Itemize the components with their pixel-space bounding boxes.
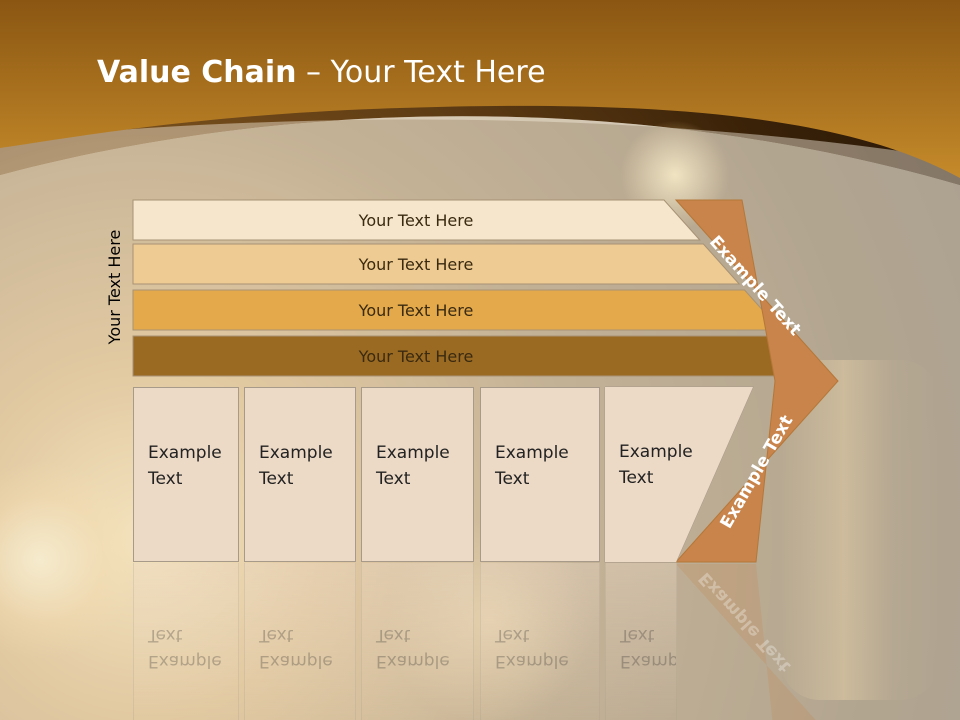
column-reflection-text: Example Text — [148, 625, 222, 671]
value-bar: Your Text Here — [132, 243, 741, 285]
value-bar-label: Your Text Here — [358, 255, 474, 274]
chevron-arrow — [674, 199, 839, 563]
panel-arc-highlight — [0, 116, 960, 185]
column-reflection: Example Text — [244, 563, 356, 720]
value-bar: Your Text Here — [132, 289, 782, 331]
activity-column-text: Example Text — [259, 443, 333, 489]
activity-column: Example Text — [133, 387, 239, 562]
title-rest: – Your Text Here — [296, 55, 546, 90]
column-reflection: Example Text — [480, 563, 600, 720]
activity-column-text: Example Text — [619, 442, 693, 488]
chevron-reflection — [676, 564, 816, 720]
value-bar-label: Your Text Here — [358, 301, 474, 320]
column-reflection-text: Example Text — [259, 625, 333, 671]
activity-column: Example Text — [361, 387, 474, 562]
column-reflection-text: Example Text — [376, 625, 450, 671]
column-reflection: Example Text — [361, 563, 474, 720]
activity-column: Example Text — [480, 387, 600, 562]
value-bar-shape — [132, 243, 741, 285]
activity-column-text: Example Text — [376, 443, 450, 489]
value-bar-shape — [132, 199, 701, 241]
title-bold: Value Chain — [97, 55, 297, 90]
value-bar-shape — [132, 335, 823, 377]
column-reflection-text: Example Text — [495, 625, 569, 671]
value-bar-label: Your Text Here — [358, 347, 474, 366]
slide-title: Value Chain – Your Text Here — [97, 53, 546, 93]
header-band — [0, 0, 960, 178]
column-reflection: Example Text — [605, 563, 677, 720]
column-reflection-text: Example Text — [620, 625, 677, 671]
value-bar-label: Your Text Here — [358, 211, 474, 230]
activity-column: Example Text — [244, 387, 356, 562]
column-reflection: Example Text — [133, 563, 239, 720]
activity-column-text: Example Text — [495, 443, 569, 489]
value-bar: Your Text Here — [132, 335, 823, 377]
activity-column-text: Example Text — [148, 443, 222, 489]
value-bar: Your Text Here — [132, 199, 701, 241]
